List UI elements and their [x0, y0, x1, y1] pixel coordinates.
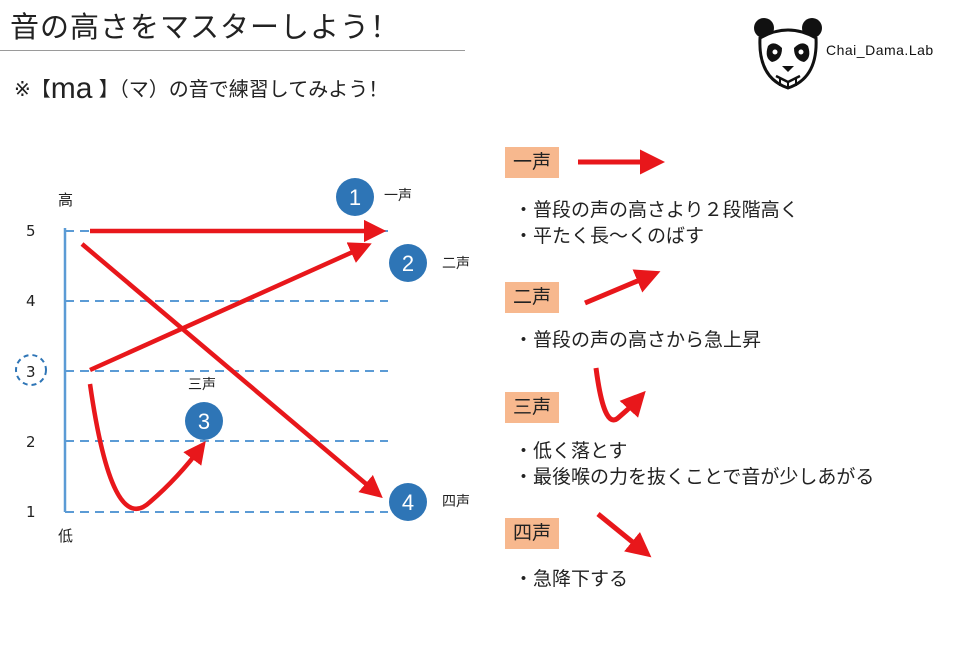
tone-1-number: 1	[349, 185, 361, 210]
panda-icon	[754, 18, 822, 90]
tone-2-name: 二声	[442, 256, 470, 272]
low-label: 低	[58, 527, 73, 545]
tone-2-arrow	[89, 242, 372, 373]
high-label: 高	[58, 191, 73, 209]
level-2-label: 2	[26, 433, 36, 451]
tone-2-circle	[389, 244, 427, 282]
tone-4-sample-arrow	[596, 512, 652, 558]
level-1-label: 1	[26, 503, 36, 521]
base-level-marker	[15, 354, 47, 386]
tone-2-number: 2	[402, 251, 414, 276]
title-divider	[0, 50, 465, 51]
page-title: 音の高さをマスターしよう！	[10, 10, 401, 44]
tone-4-arrow	[80, 242, 383, 499]
tone-4-name: 四声	[442, 494, 470, 510]
tone-3-name: 三声	[188, 377, 216, 393]
tone-2-sample-arrow	[584, 269, 661, 306]
subtitle-prefix: ※【	[14, 77, 51, 101]
subtitle-suffix: 】（マ）の音で練習してみよう！	[92, 77, 389, 101]
subtitle-syllable: ma	[50, 72, 93, 105]
tone-3-arrow	[87, 383, 206, 511]
subtitle: ※【ma 】（マ）の音で練習してみよう！	[14, 72, 388, 106]
tone-1-circle	[336, 178, 374, 216]
tone-3-circle	[185, 402, 223, 440]
tone-3-number: 3	[198, 409, 210, 434]
level-5-label: 5	[26, 222, 36, 240]
tone-4-circle	[389, 483, 427, 521]
tone-4-number: 4	[402, 490, 414, 515]
tone-1-name: 一声	[384, 188, 412, 204]
level-4-label: 4	[26, 292, 36, 310]
level-3-label: 3	[26, 363, 36, 381]
tone-3-sample-arrow	[593, 367, 646, 423]
logo-text: Chai_Dama.Lab	[826, 42, 934, 58]
